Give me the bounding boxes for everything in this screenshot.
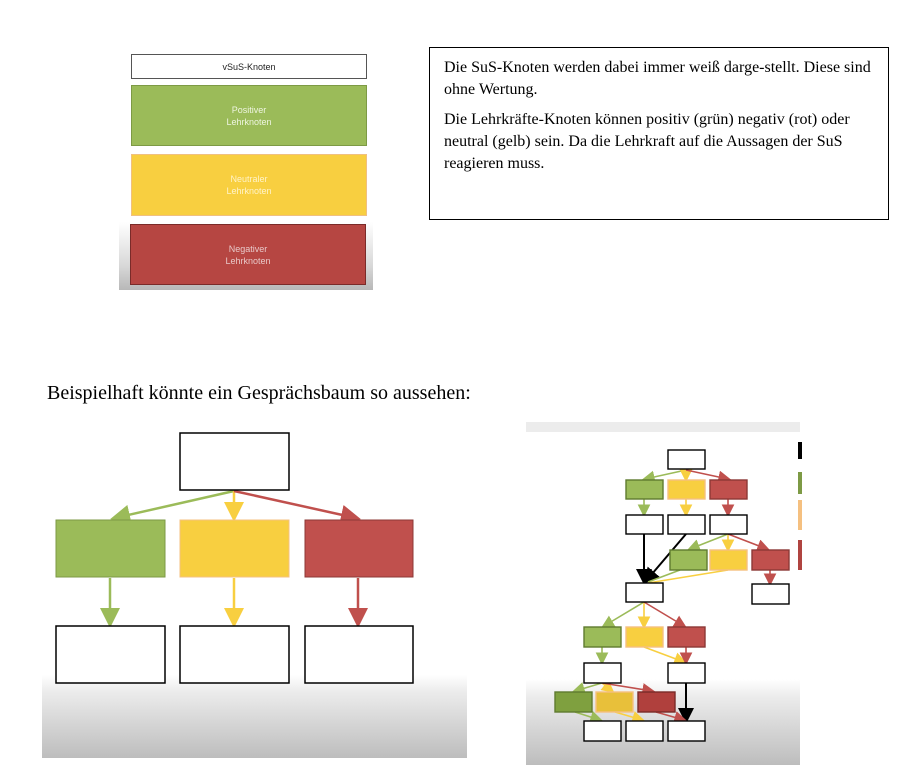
description-paragraph-2: Die Lehrkräfte-Knoten können positiv (gr… xyxy=(444,111,850,172)
description-box: Die SuS-Knoten werden dabei immer weiß d… xyxy=(429,47,889,220)
legend-sus-label: vSuS-Knoten xyxy=(222,61,276,72)
legend-sus-node: vSuS-Knoten xyxy=(131,54,367,79)
caption: Beispielhaft könnte ein Gesprächsbaum so… xyxy=(47,382,471,404)
description-paragraph-1: Die SuS-Knoten werden dabei immer weiß d… xyxy=(444,59,871,98)
complex-tree-diagram xyxy=(526,422,802,765)
simple-tree-diagram xyxy=(42,425,467,758)
